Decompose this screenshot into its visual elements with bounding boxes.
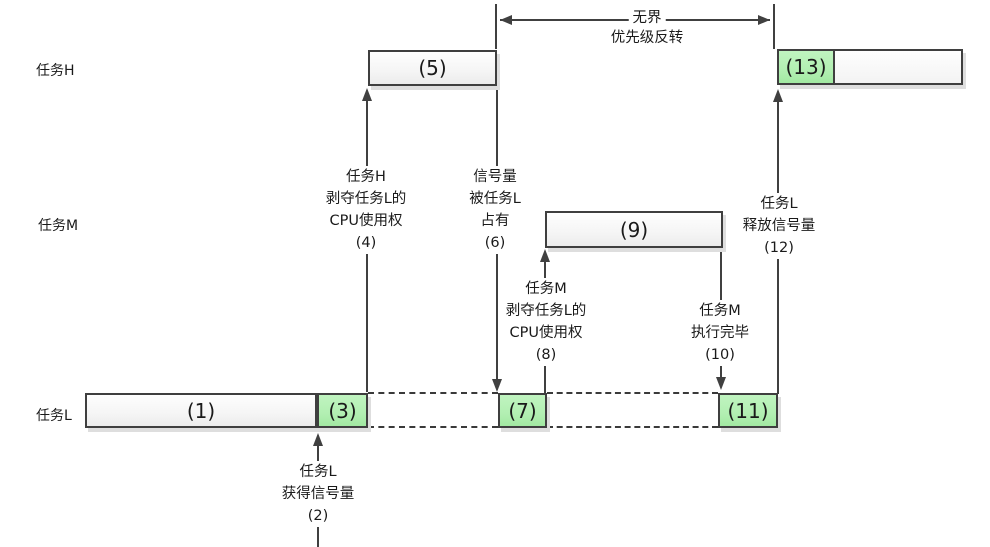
annotation-12-line1: 任务L	[757, 193, 801, 215]
annotation-6-line3: 占有	[477, 210, 513, 232]
annotation-10-line2: 执行完毕	[688, 322, 752, 344]
dashed-line-bottom-1	[368, 426, 498, 428]
annotation-12-line2: 释放信号量	[739, 215, 819, 237]
dashed-line-top-1	[368, 392, 498, 394]
dashed-line-bottom-2	[547, 426, 718, 428]
measure-tick-right	[773, 4, 775, 49]
task-l-box-7-label: (7)	[508, 398, 537, 423]
dashed-line-top-2	[547, 392, 718, 394]
task-h-box-5: (5)	[368, 50, 497, 86]
arrow-up-4-icon	[362, 88, 372, 101]
task-l-box-3-label: (3)	[328, 398, 357, 423]
annotation-8: 任务M 剥夺任务L的 CPU使用权 (8)	[502, 278, 590, 366]
task-l-box-1: (1)	[85, 393, 317, 428]
task-m-box-9-label: (9)	[619, 217, 649, 242]
annotation-12-line3: (12)	[761, 237, 797, 259]
task-h-box-5-label: (5)	[418, 56, 447, 80]
annotation-2-line3: (2)	[304, 505, 332, 527]
task-h-box-13: (13)	[777, 49, 963, 85]
annotation-10-line1: 任务M	[696, 300, 744, 322]
task-h-box-13-label: (13)	[785, 55, 827, 79]
row-label-task-h: 任务H	[36, 63, 75, 79]
annotation-2-line1: 任务L	[296, 461, 340, 483]
task-h-box-13-white-segment	[835, 51, 961, 83]
annotation-2-line2: 获得信号量	[278, 483, 358, 505]
task-l-box-3: (3)	[317, 393, 368, 428]
arrow-down-6-icon	[492, 379, 502, 392]
annotation-8-line2: 剥夺任务L的	[502, 300, 590, 322]
annotation-8-line3: CPU使用权	[506, 322, 586, 344]
annotation-4-line3: CPU使用权	[326, 210, 406, 232]
row-label-task-m: 任务M	[38, 218, 79, 234]
arrow-up-8-icon	[540, 249, 550, 262]
annotation-8-line1: 任务M	[522, 278, 570, 300]
annotation-2: 任务L 获得信号量 (2)	[278, 461, 358, 527]
annotation-12: 任务L 释放信号量 (12)	[739, 193, 819, 259]
annotation-10: 任务M 执行完毕 (10)	[688, 300, 752, 366]
arrow-down-10-icon	[716, 377, 726, 390]
arrow-up-2-icon	[313, 433, 323, 446]
row-label-task-l: 任务L	[36, 408, 72, 424]
annotation-8-line4: (8)	[532, 344, 560, 366]
annotation-6: 信号量 被任务L 占有 (6)	[466, 166, 524, 254]
task-l-box-11: (11)	[718, 393, 778, 428]
annotation-6-line2: 被任务L	[466, 188, 524, 210]
measure-title-line1: 无界	[628, 8, 666, 28]
annotation-10-line3: (10)	[702, 344, 738, 366]
task-l-box-7: (7)	[498, 393, 547, 428]
annotation-4-line2: 剥夺任务L的	[322, 188, 410, 210]
arrowhead-left-icon	[500, 15, 512, 25]
arrowhead-right-icon	[758, 15, 770, 25]
measure-title-line2: 优先级反转	[606, 28, 688, 48]
annotation-4: 任务H 剥夺任务L的 CPU使用权 (4)	[322, 166, 410, 254]
annotation-6-line1: 信号量	[470, 166, 520, 188]
annotation-4-line4: (4)	[352, 232, 380, 254]
arrow-up-12-icon	[773, 89, 783, 102]
task-l-box-1-label: (1)	[186, 398, 216, 423]
measure-title: 无界 优先级反转	[606, 8, 688, 48]
annotation-6-line4: (6)	[481, 232, 509, 254]
measure-tick-left	[495, 4, 497, 49]
task-h-box-13-green-segment: (13)	[779, 51, 835, 83]
task-m-box-9: (9)	[545, 211, 723, 248]
annotation-4-line1: 任务H	[343, 166, 389, 188]
task-l-box-11-label: (11)	[727, 398, 769, 423]
